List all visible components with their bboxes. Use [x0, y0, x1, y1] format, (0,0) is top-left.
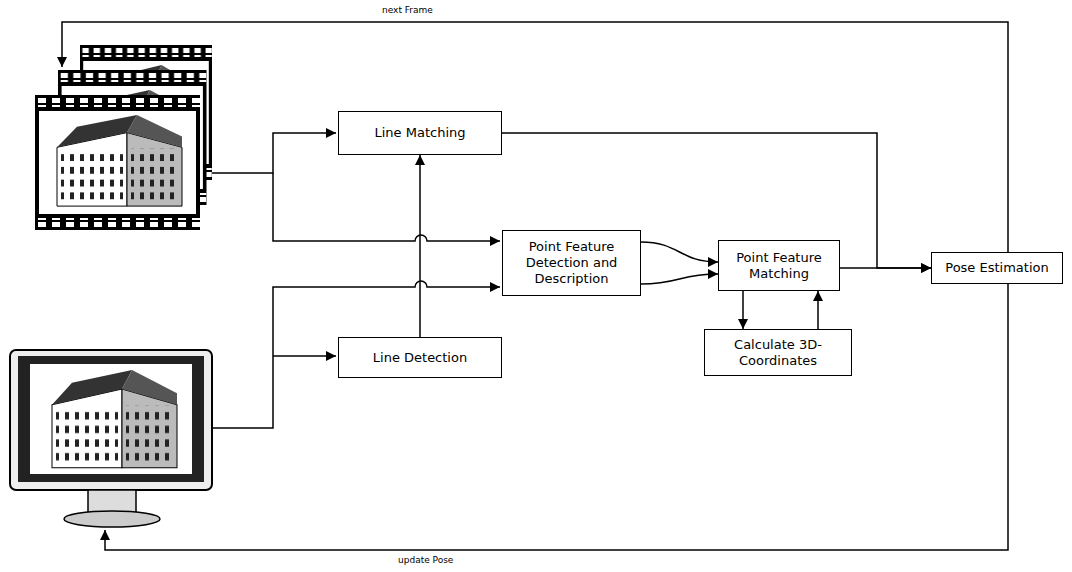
monitor: [10, 350, 212, 527]
box-text: Pose Estimation: [945, 260, 1048, 276]
flow-label: next Frame: [380, 5, 435, 15]
flow-arrow: [641, 274, 718, 284]
box-text: Point Feature Detection and Description: [509, 239, 634, 287]
flow-arrow: [817, 291, 819, 329]
flow-arrow: [641, 242, 718, 262]
flow-arrow: [419, 155, 421, 337]
box-text: Calculate 3D-Coordinates: [711, 337, 845, 369]
wire: [62, 22, 1008, 550]
film-strip: [35, 45, 212, 230]
flow-arrow: [742, 291, 744, 329]
process-box: Point Feature Detection and Description: [502, 230, 641, 296]
process-box: Pose Estimation: [931, 252, 1063, 284]
box-text: Line Detection: [373, 350, 467, 366]
box-text: Line Matching: [375, 125, 466, 141]
box-text: Point Feature Matching: [725, 250, 833, 282]
process-box: Calculate 3D-Coordinates: [704, 329, 852, 376]
process-box: Line Matching: [338, 111, 502, 155]
process-box: Point Feature Matching: [718, 240, 840, 291]
flow-label: update Pose: [396, 555, 455, 565]
process-box: Line Detection: [338, 337, 502, 378]
